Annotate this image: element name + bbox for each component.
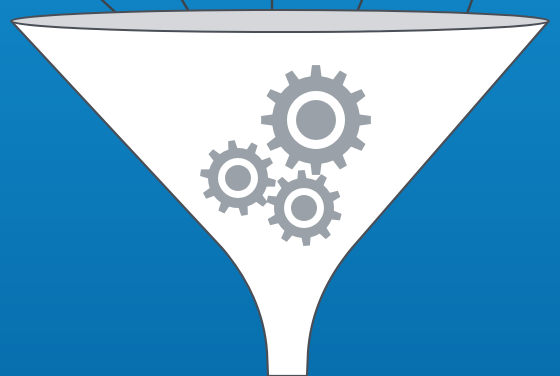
gear-hub — [291, 195, 317, 221]
funnel-rim — [11, 10, 549, 32]
gear-hub — [296, 100, 336, 140]
gear-hub — [225, 165, 251, 191]
